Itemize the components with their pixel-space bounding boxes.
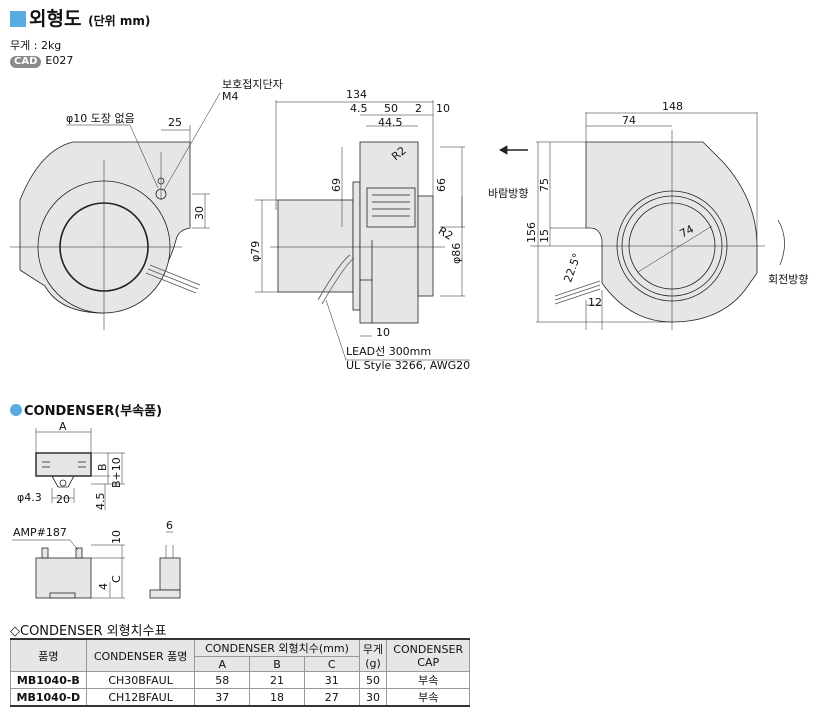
bullet-dot-icon [10,404,22,416]
cond-dim-4: 4 [97,583,110,590]
cell-b: 21 [249,671,305,689]
cell-a: 37 [194,688,251,707]
cell-c: 27 [303,688,360,707]
rear-view [499,112,785,330]
cell-cap: 부속 [386,688,470,707]
ground-terminal-label: 보호접지단자 [222,78,283,91]
dim-148: 148 [662,100,683,113]
phi10-label: φ10 도장 없음 [66,112,135,125]
cond-dim-b: B [96,463,109,471]
dim-69: 69 [330,178,343,192]
condenser-drawing [12,428,181,599]
unit-note: (단위 mm) [88,14,151,28]
rotation-direction-label: 회전방향 [768,273,809,286]
wind-direction-label: 바람방향 [488,187,529,200]
dim-4-5: 4.5 [350,102,368,115]
title-square-icon [10,11,26,27]
dim-74-width: 74 [622,114,636,127]
header-a: A [194,656,251,672]
header-model: 품명 [10,638,87,672]
cell-cap: 부속 [386,671,470,689]
dim-30: 30 [193,206,206,220]
cad-code: E027 [45,54,74,67]
cell-condenser: CH12BFAUL [85,688,196,707]
header-b: B [249,656,305,672]
header-weight: 무게(g) [358,638,388,672]
dim-156: 156 [525,222,538,243]
dim-phi86: φ86 [450,242,463,264]
cell-weight: 30 [358,688,388,707]
front-view [10,92,221,330]
cell-weight: 50 [358,671,388,689]
cond-dim-a: A [59,420,67,433]
dim-2: 2 [415,102,422,115]
condenser-title: CONDENSER(부속품) [10,400,162,419]
cad-badge: CAD [10,56,42,68]
cond-dim-b10: B+10 [110,457,123,488]
table-title: ◇CONDENSER 외형치수표 [10,624,167,639]
dim-75: 75 [538,178,551,192]
cond-dim-20: 20 [56,493,70,506]
dim-66: 66 [435,178,448,192]
lead-spec-label: UL Style 3266, AWG20 [346,359,471,372]
cell-a: 58 [194,671,251,689]
header-c: C [303,656,360,672]
dim-phi79: φ79 [249,240,262,262]
cell-condenser: CH30BFAUL [85,671,196,689]
weight-text: 무게 : 2kg [10,39,62,52]
page-title: 외형도 (단위 mm) [10,4,150,31]
dim-12: 12 [588,296,602,309]
lead-label: LEAD선 300mm [346,345,432,358]
side-view [255,100,470,361]
m4-label: M4 [222,90,239,103]
cell-model: MB1040-B [10,671,87,689]
cell-model: MB1040-D [10,688,87,707]
dim-50: 50 [384,102,398,115]
dim-10-bottom: 10 [376,326,390,339]
cell-c: 31 [303,671,360,689]
cond-dim-10: 10 [110,530,123,544]
cond-dim-4-5: 4.5 [94,492,107,511]
dim-15: 15 [538,229,551,243]
cond-dim-phi4-3: φ4.3 [17,491,42,504]
amp-label: AMP#187 [13,526,67,539]
dim-10-top: 10 [436,102,450,115]
dim-44-5: 44.5 [378,116,403,129]
cond-dim-c: C [110,575,123,583]
header-condenser-model: CONDENSER 품명 [85,638,196,672]
dim-134: 134 [346,88,367,101]
cond-dim-6: 6 [166,519,173,532]
cell-b: 18 [249,688,305,707]
header-dimensions: CONDENSER 외형치수(mm) [194,638,360,657]
dim-25: 25 [168,116,182,129]
